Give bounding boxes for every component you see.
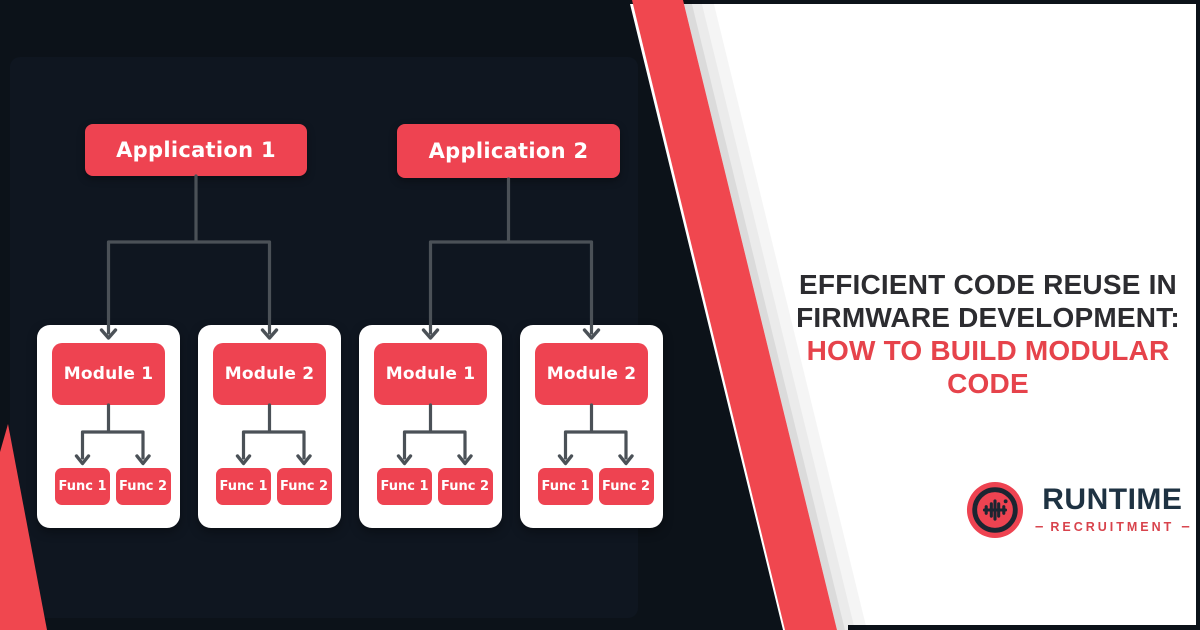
red-corner-wedge <box>0 424 47 630</box>
func-box: Func 2 <box>598 468 654 505</box>
module-box: Module 1 <box>52 343 165 405</box>
stripe-shadow-2 <box>691 0 855 630</box>
tagline-dash-right: – <box>1181 518 1190 535</box>
module-box: Module 1 <box>374 343 487 405</box>
func-box: Func 1 <box>377 468 432 505</box>
func-box: Func 1 <box>55 468 110 505</box>
application-1-box: Application 1 <box>85 124 307 176</box>
module-box: Module 2 <box>535 343 648 405</box>
application-2-box: Application 2 <box>397 124 620 178</box>
headline-line-4: CODE <box>947 368 1029 399</box>
func-box: Func 2 <box>115 468 171 505</box>
module-box: Module 2 <box>213 343 326 405</box>
module-card-4: Module 2 Func 1 Func 2 <box>520 325 663 528</box>
red-diagonal-stripe <box>632 0 837 630</box>
func-box: Func 2 <box>437 468 493 505</box>
func-box: Func 1 <box>538 468 593 505</box>
brand-tagline: – RECRUITMENT – <box>1035 518 1190 535</box>
func-box: Func 2 <box>276 468 332 505</box>
module-card-3: Module 1 Func 1 Func 2 <box>359 325 502 528</box>
brand-logo: RUNTIME – RECRUITMENT – <box>966 481 1190 539</box>
brand-name: RUNTIME <box>1042 483 1183 516</box>
brand-text: RUNTIME – RECRUITMENT – <box>1035 483 1190 536</box>
headline-line-3: HOW TO BUILD MODULAR <box>806 335 1170 366</box>
headline: EFFICIENT CODE REUSE IN FIRMWARE DEVELOP… <box>772 268 1200 400</box>
tagline-label: RECRUITMENT <box>1050 519 1175 534</box>
func-box: Func 1 <box>216 468 271 505</box>
stripe-shadow-1 <box>683 0 845 630</box>
stripe-shadow-3 <box>701 0 867 630</box>
runtime-waveform-dumbbell-icon <box>966 481 1024 539</box>
module-card-1: Module 1 Func 1 Func 2 <box>37 325 180 528</box>
headline-line-1: EFFICIENT CODE REUSE IN <box>799 269 1177 300</box>
module-card-2: Module 2 Func 1 Func 2 <box>198 325 341 528</box>
headline-line-2: FIRMWARE DEVELOPMENT: <box>796 302 1180 333</box>
tagline-dash-left: – <box>1035 518 1044 535</box>
